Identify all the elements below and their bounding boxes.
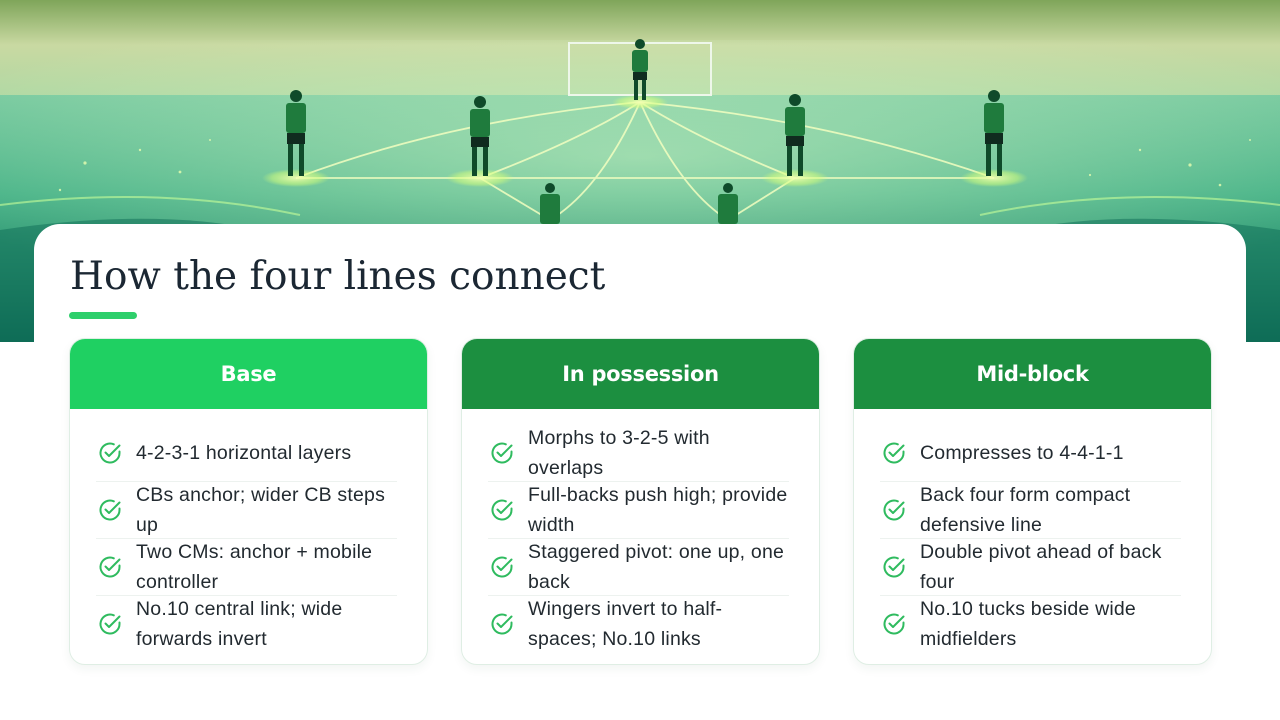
- check-circle-icon: [883, 613, 905, 635]
- panel-in-possession-title: In possession: [562, 362, 719, 386]
- check-circle-icon: [883, 499, 905, 521]
- check-circle-icon: [99, 499, 121, 521]
- panel-in-possession: In possession Morphs to 3-2-5 with overl…: [461, 338, 820, 665]
- list-item: Full-backs push high; provide width: [488, 481, 789, 538]
- list-item: Morphs to 3-2-5 with overlaps: [488, 424, 789, 481]
- panel-mid-block-title: Mid-block: [976, 362, 1089, 386]
- list-item-text: Wingers invert to half-spaces; No.10 lin…: [528, 598, 723, 650]
- list-item: No.10 central link; wide forwards invert: [96, 595, 397, 652]
- list-item-text: No.10 tucks beside wide midfielders: [920, 598, 1136, 650]
- check-circle-icon: [99, 442, 121, 463]
- check-circle-icon: [883, 442, 905, 463]
- check-circle-icon: [491, 442, 513, 463]
- list-item-text: 4-2-3-1 horizontal layers: [136, 441, 352, 464]
- list-item: CBs anchor; wider CB steps up: [96, 481, 397, 538]
- panel-mid-block-header: Mid-block: [854, 339, 1211, 409]
- panel-base: Base 4-2-3-1 horizontal layers CBs ancho…: [69, 338, 428, 665]
- panel-base-header: Base: [70, 339, 427, 409]
- list-item: Two CMs: anchor + mobile controller: [96, 538, 397, 595]
- panel-in-possession-header: In possession: [462, 339, 819, 409]
- check-circle-icon: [491, 613, 513, 635]
- list-item: No.10 tucks beside wide midfielders: [880, 595, 1181, 652]
- page-title: How the four lines connect: [70, 254, 606, 299]
- check-circle-icon: [491, 499, 513, 521]
- check-circle-icon: [99, 556, 121, 578]
- panel-base-title: Base: [220, 362, 277, 386]
- list-item-text: Double pivot ahead of back four: [920, 541, 1162, 593]
- panel-mid-block: Mid-block Compresses to 4-4-1-1 Back fou…: [853, 338, 1212, 665]
- list-item-text: Back four form compact defensive line: [920, 484, 1131, 536]
- check-circle-icon: [99, 613, 121, 635]
- list-item-text: No.10 central link; wide forwards invert: [136, 598, 343, 650]
- list-item-text: Staggered pivot: one up, one back: [528, 541, 785, 593]
- list-item: Wingers invert to half-spaces; No.10 lin…: [488, 595, 789, 652]
- list-item: Back four form compact defensive line: [880, 481, 1181, 538]
- check-circle-icon: [491, 556, 513, 578]
- list-item: Staggered pivot: one up, one back: [488, 538, 789, 595]
- list-item: Double pivot ahead of back four: [880, 538, 1181, 595]
- content-card: How the four lines connect Base 4-2-3-1 …: [34, 224, 1246, 720]
- list-item-text: Compresses to 4-4-1-1: [920, 441, 1124, 464]
- list-item-text: Morphs to 3-2-5 with overlaps: [528, 426, 710, 479]
- title-underline: [69, 312, 137, 319]
- list-item-text: Full-backs push high; provide width: [528, 484, 788, 536]
- list-item-text: Two CMs: anchor + mobile controller: [136, 541, 373, 593]
- list-item-text: CBs anchor; wider CB steps up: [136, 484, 386, 536]
- list-item: Compresses to 4-4-1-1: [880, 424, 1181, 481]
- list-item: 4-2-3-1 horizontal layers: [96, 424, 397, 481]
- check-circle-icon: [883, 556, 905, 578]
